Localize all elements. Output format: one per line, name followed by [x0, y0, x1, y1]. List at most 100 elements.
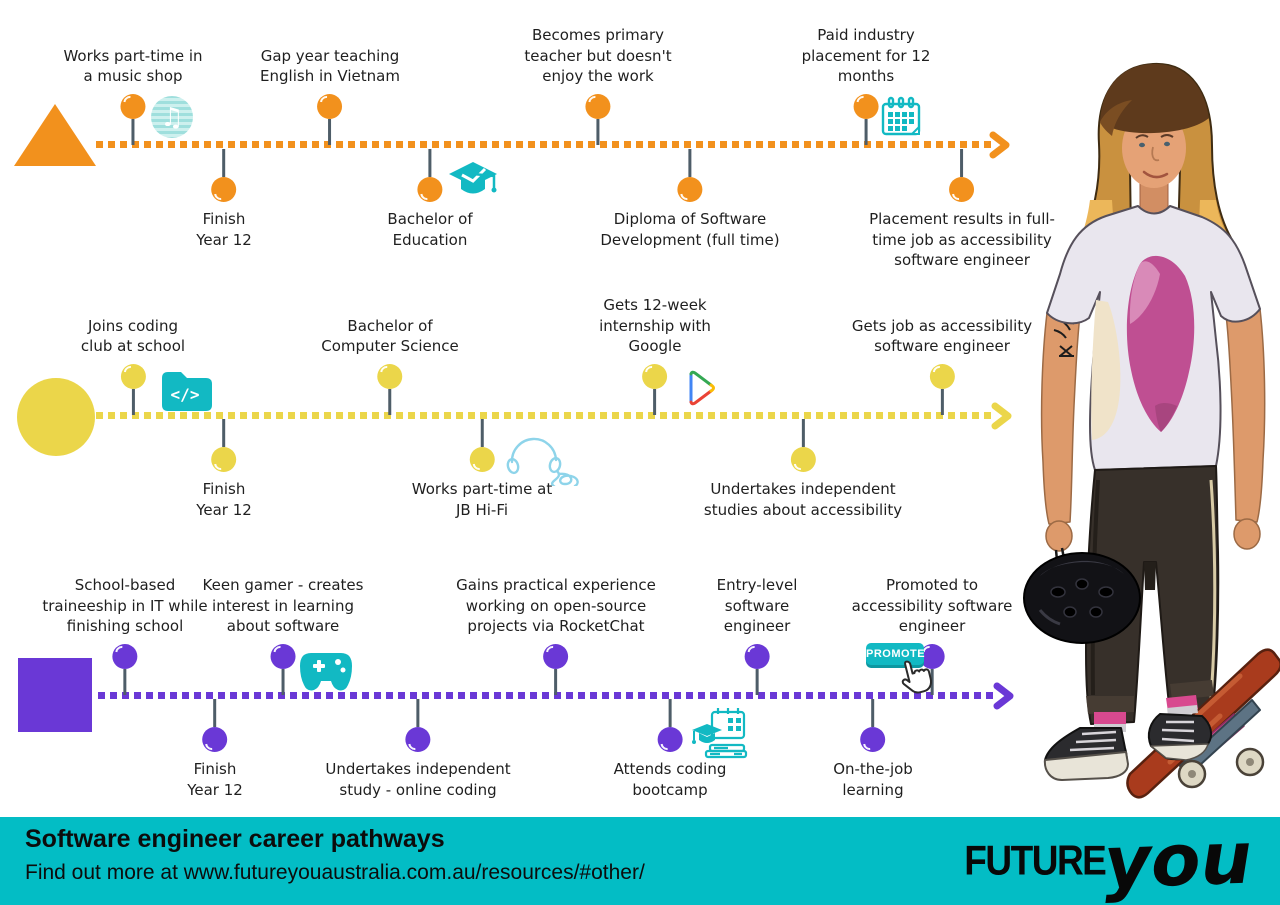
pin-stick	[755, 669, 759, 695]
pin-stick	[960, 149, 964, 177]
arrow-right-icon	[993, 682, 1014, 710]
pin-stick	[480, 419, 484, 447]
milestone-label: School-based traineeship in IT while fin…	[42, 575, 208, 636]
pin-icon	[744, 644, 770, 669]
futureyou-logo: FUTURE you	[964, 815, 1254, 905]
pathway-marker-circle	[17, 378, 95, 456]
milestone: Gets 12-week internship with Google	[599, 295, 711, 415]
milestone: Finish Year 12	[187, 699, 243, 800]
pin-stick	[801, 419, 805, 447]
pin-icon	[202, 727, 228, 752]
pin-icon	[120, 364, 146, 389]
pin-icon	[657, 727, 683, 752]
milestone-label: Diploma of Software Development (full ti…	[600, 210, 780, 249]
pin-icon	[211, 447, 237, 472]
milestone: Bachelor of Education	[387, 149, 473, 250]
milestone: Entry-level software engineer	[716, 575, 798, 695]
milestone: Attends coding bootcamp	[613, 699, 727, 800]
coding-bootcamp-icon	[692, 708, 748, 759]
svg-text:</>: </>	[171, 385, 200, 404]
promote-button-icon: PROMOTE	[866, 643, 925, 665]
pin-icon	[929, 364, 955, 389]
pin-icon	[405, 727, 431, 752]
pin-icon	[317, 94, 343, 119]
pin-stick	[416, 699, 420, 727]
milestone-label: Gains practical experience working on op…	[456, 575, 656, 636]
pin-icon	[377, 364, 403, 389]
pin-stick	[222, 149, 226, 177]
pin-icon	[469, 447, 495, 472]
milestone-label: Attends coding bootcamp	[613, 760, 727, 799]
graduation-cap-icon	[449, 162, 497, 194]
pin-stick	[328, 119, 332, 145]
page-title: Software engineer career pathways	[25, 825, 445, 853]
milestone: Works part-time at JB Hi-Fi	[412, 419, 552, 520]
pin-stick	[864, 119, 868, 145]
milestone-label: Gets job as accessibility software engin…	[851, 316, 1033, 356]
pin-stick	[213, 699, 217, 727]
pin-stick	[871, 699, 875, 727]
pin-icon	[949, 177, 975, 202]
milestone: School-based traineeship in IT while fin…	[42, 575, 208, 695]
pin-stick	[131, 389, 135, 415]
milestone: Becomes primary teacher but doesn't enjo…	[524, 25, 672, 145]
svg-text:♫: ♫	[160, 103, 183, 133]
milestone: Undertakes independent study - online co…	[325, 699, 511, 800]
timeline-yellow	[96, 412, 994, 419]
pin-stick	[596, 119, 600, 145]
arrow-right-icon	[991, 402, 1012, 430]
milestone-label: Placement results in full- time job as a…	[869, 210, 1055, 270]
pin-stick	[428, 149, 432, 177]
milestone: On-the-job learning	[833, 699, 913, 800]
milestone: Diploma of Software Development (full ti…	[600, 149, 780, 250]
pin-stick	[388, 389, 392, 415]
milestone-label: Bachelor of Computer Science	[321, 316, 459, 356]
pin-icon	[417, 177, 443, 202]
logo-future-text: FUTURE	[964, 837, 1107, 884]
pin-icon	[642, 364, 668, 389]
milestone-label: Finish Year 12	[196, 210, 252, 249]
milestone-label: Finish Year 12	[196, 480, 252, 519]
milestone: Works part-time in a music shop	[63, 46, 203, 145]
pin-stick	[653, 389, 657, 415]
calendar-icon	[881, 96, 921, 136]
pin-stick	[281, 669, 285, 695]
milestone: Promoted to accessibility software engin…	[852, 575, 1012, 695]
milestone: Finish Year 12	[196, 149, 252, 250]
footer-url-text: Find out more at www.futureyouaustralia.…	[25, 861, 645, 884]
headphones-icon	[506, 437, 579, 486]
milestone-label: Finish Year 12	[187, 760, 243, 799]
milestone-label: Keen gamer - creates interest in learnin…	[202, 575, 364, 636]
milestone-label: Entry-level software engineer	[716, 575, 798, 636]
milestone: Keen gamer - creates interest in learnin…	[202, 575, 364, 695]
milestone-label: Works part-time in a music shop	[63, 46, 203, 86]
cursor-hand-icon	[901, 660, 932, 694]
milestone: Finish Year 12	[196, 419, 252, 520]
pin-icon	[112, 644, 138, 669]
milestone: Gap year teaching English in Vietnam	[260, 46, 400, 145]
pin-icon	[790, 447, 816, 472]
pathway-marker-square	[18, 658, 92, 732]
logo-you-text: you	[1102, 815, 1254, 905]
milestone-label: Gap year teaching English in Vietnam	[260, 46, 400, 86]
milestone-label: Bachelor of Education	[387, 210, 473, 249]
milestone: Gains practical experience working on op…	[456, 575, 656, 695]
milestone: Joins coding club at school	[81, 316, 185, 415]
milestone-label: Gets 12-week internship with Google	[599, 295, 711, 356]
pathway-marker-triangle	[14, 104, 96, 166]
music-note-icon: ♫	[151, 96, 193, 138]
pin-stick	[131, 119, 135, 145]
timeline-purple	[98, 692, 996, 699]
timeline-orange	[96, 141, 992, 148]
pin-stick	[222, 419, 226, 447]
pin-stick	[123, 669, 127, 695]
pin-stick	[668, 699, 672, 727]
google-play-icon	[689, 370, 715, 406]
milestone: Placement results in full- time job as a…	[869, 149, 1055, 271]
milestone: Paid industry placement for 12 months	[802, 25, 930, 145]
pin-icon	[585, 94, 611, 119]
milestone-label: On-the-job learning	[833, 760, 913, 799]
milestone-label: Undertakes independent studies about acc…	[703, 480, 903, 519]
pin-stick	[940, 389, 944, 415]
milestone-label: Undertakes independent study - online co…	[325, 760, 511, 799]
